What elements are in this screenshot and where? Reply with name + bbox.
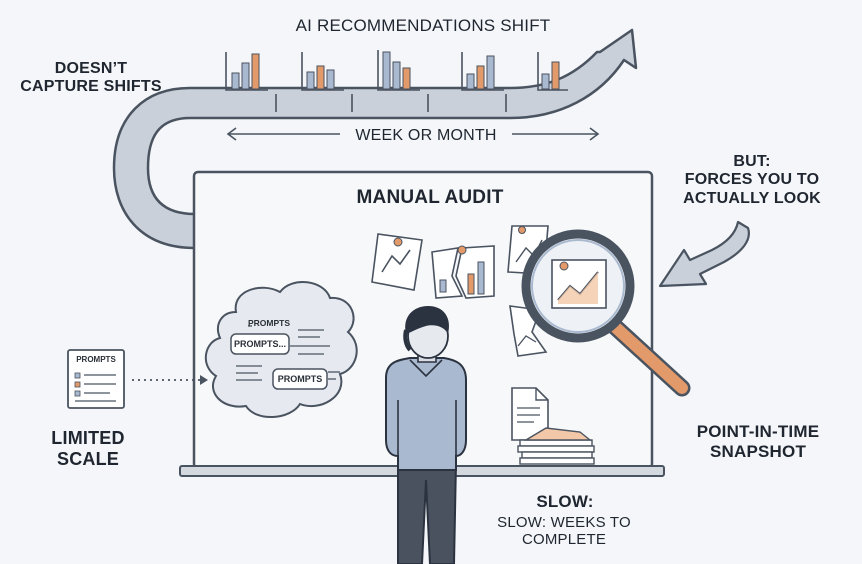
cloud-chip-1: PROMPTS... (233, 339, 286, 349)
pinned-chart-paper-1 (371, 233, 423, 291)
pinned-chart-paper-2 (431, 245, 495, 299)
slow-subtext: SLOW: WEEKS TO COMPLETE (497, 514, 631, 549)
slow-heading: SLOW: (536, 492, 594, 511)
magnifying-glass-icon (521, 229, 691, 397)
timespan-label: WEEK OR MONTH (355, 127, 497, 144)
mini-chart-2 (301, 52, 344, 91)
cloud-chip-2: PROMPTS (277, 374, 323, 384)
right-top-line-3: ACTUALLY LOOK (683, 189, 821, 207)
mini-chart-4 (461, 52, 504, 91)
right-top-line-1: BUT: (733, 153, 771, 170)
prompts-cloud (205, 280, 358, 419)
mini-chart-5 (537, 52, 568, 91)
paper-stack (511, 387, 595, 465)
doesnt-capture-shifts-label: DOESN’T CAPTURE SHIFTS (20, 60, 162, 96)
right-top-label: BUT: FORCES YOU TO ACTUALLY LOOK (672, 153, 832, 208)
dotted-arrow (132, 375, 208, 385)
point-in-time-label: POINT-IN-TIME SNAPSHOT (696, 422, 820, 461)
pointer-arrow (658, 220, 750, 288)
top-title: AI RECOMMENDATIONS SHIFT (295, 16, 551, 35)
mini-chart-3 (377, 50, 420, 91)
board-title: MANUAL AUDIT (356, 187, 504, 208)
prompts-paper-title: PROMPTS (76, 355, 116, 364)
person-figure (385, 306, 467, 564)
timespan-double-arrow (226, 127, 600, 141)
prompts-paper-icon (67, 349, 125, 409)
limited-scale-label: LIMITED SCALE (51, 428, 125, 469)
right-top-line-2: FORCES YOU TO (684, 171, 820, 189)
mini-chart-1 (225, 52, 268, 91)
cloud-title: PROMPTS (247, 318, 291, 328)
